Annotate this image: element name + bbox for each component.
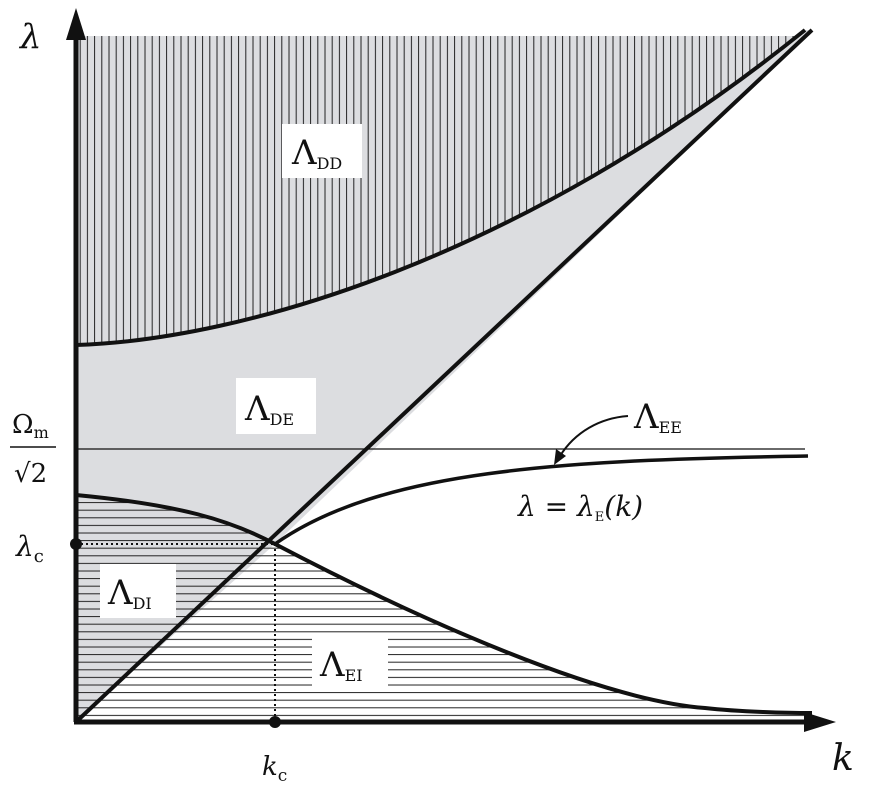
kc-label: kc [262, 752, 287, 786]
omega-level-label: Ωm √2 [10, 410, 56, 489]
region-ei-label: ΛEI [312, 634, 388, 690]
dd-boundary-curve [75, 28, 807, 347]
region-dd-label: ΛDD [282, 124, 362, 178]
lambda-c-label: λc [15, 530, 44, 567]
svg-text:ΛEI: ΛEI [319, 645, 363, 685]
lambda-c-dot [70, 538, 82, 550]
svg-text:ΛDI: ΛDI [107, 573, 152, 613]
ee-pointer-arrow [559, 415, 629, 457]
kc-dot [269, 716, 281, 728]
svg-text:ΛDD: ΛDD [291, 133, 342, 173]
svg-text:√2: √2 [14, 459, 47, 489]
y-axis-label: λ [18, 17, 42, 57]
region-di-label: ΛDI [100, 564, 176, 618]
ee-pointer-arrowhead-icon [554, 449, 566, 465]
region-ee-label: ΛEE [633, 397, 682, 437]
svg-text:ΛDE: ΛDE [244, 389, 294, 429]
di-ei-boundary-curve [75, 493, 813, 715]
lambda-e-curve [273, 454, 809, 546]
x-axis-label: k [832, 738, 854, 779]
svg-text:Ωm: Ωm [12, 410, 49, 442]
x-axis-arrow-icon [804, 712, 836, 732]
region-de-label: ΛDE [236, 378, 316, 434]
lambda-e-curve-label: λ = λE(k) [517, 490, 643, 525]
y-axis-arrow-icon [66, 8, 86, 40]
region-dd-fill [76, 36, 795, 345]
diagonal-line [74, 28, 814, 724]
